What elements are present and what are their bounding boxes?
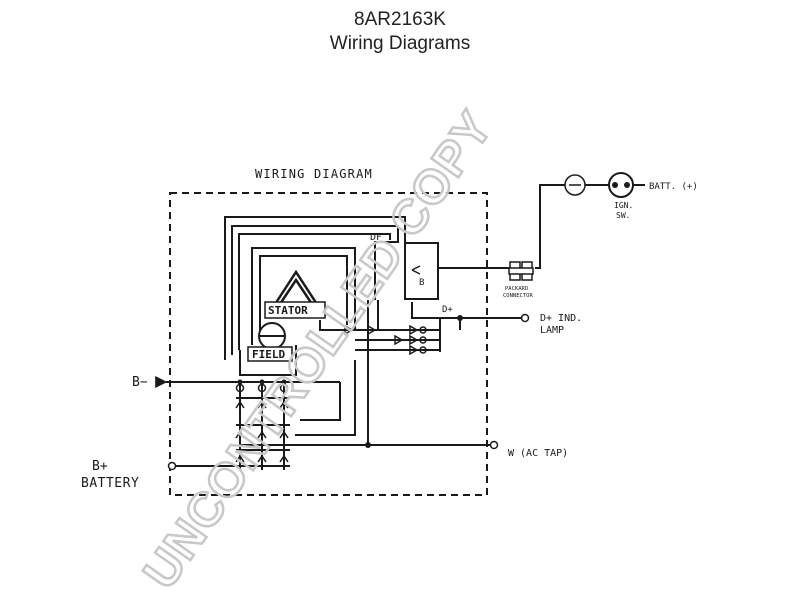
box-title: WIRING DIAGRAM — [255, 167, 373, 181]
ignition-switch — [608, 172, 634, 198]
voltage-regulator — [404, 242, 439, 300]
sw-label: SW. — [616, 211, 630, 220]
packard-label-1: PACKARD — [505, 286, 528, 292]
stator-label-box — [264, 301, 326, 319]
df-label: DF — [370, 232, 382, 243]
d-plus-small-label: D+ — [442, 305, 453, 315]
packard-label-2: CONNECTOR — [503, 293, 533, 299]
d-plus-terminal — [520, 313, 530, 323]
field-label-box — [247, 346, 293, 362]
b-minus-label: B− — [132, 375, 148, 390]
positive-diodes — [344, 324, 427, 356]
w-ac-tap-label: W (AC TAP) — [508, 448, 568, 459]
indicator-lamp — [564, 174, 586, 196]
b-plus-terminal — [167, 461, 177, 471]
stator-label: STATOR — [268, 304, 308, 317]
page-subtitle: Wiring Diagrams — [329, 33, 471, 54]
part-number-title: 8AR2163K — [354, 9, 446, 30]
wiring-lines — [175, 184, 645, 470]
batt-plus-label: BATT. (+) — [649, 182, 698, 192]
alternator-housing — [169, 192, 488, 496]
ign-label: IGN. — [614, 201, 633, 210]
packard-connector — [508, 261, 534, 281]
regulator-mark: B — [419, 278, 424, 288]
field-label: FIELD — [252, 348, 285, 361]
negative-diodes — [235, 383, 289, 463]
w-terminal — [489, 440, 499, 450]
lamp-label: LAMP — [540, 325, 564, 336]
junction-dots — [237, 315, 463, 448]
b-plus-label: B+ — [92, 459, 108, 474]
battery-label: BATTERY — [81, 476, 139, 491]
d-plus-ind-label: D+ IND. — [540, 313, 582, 324]
